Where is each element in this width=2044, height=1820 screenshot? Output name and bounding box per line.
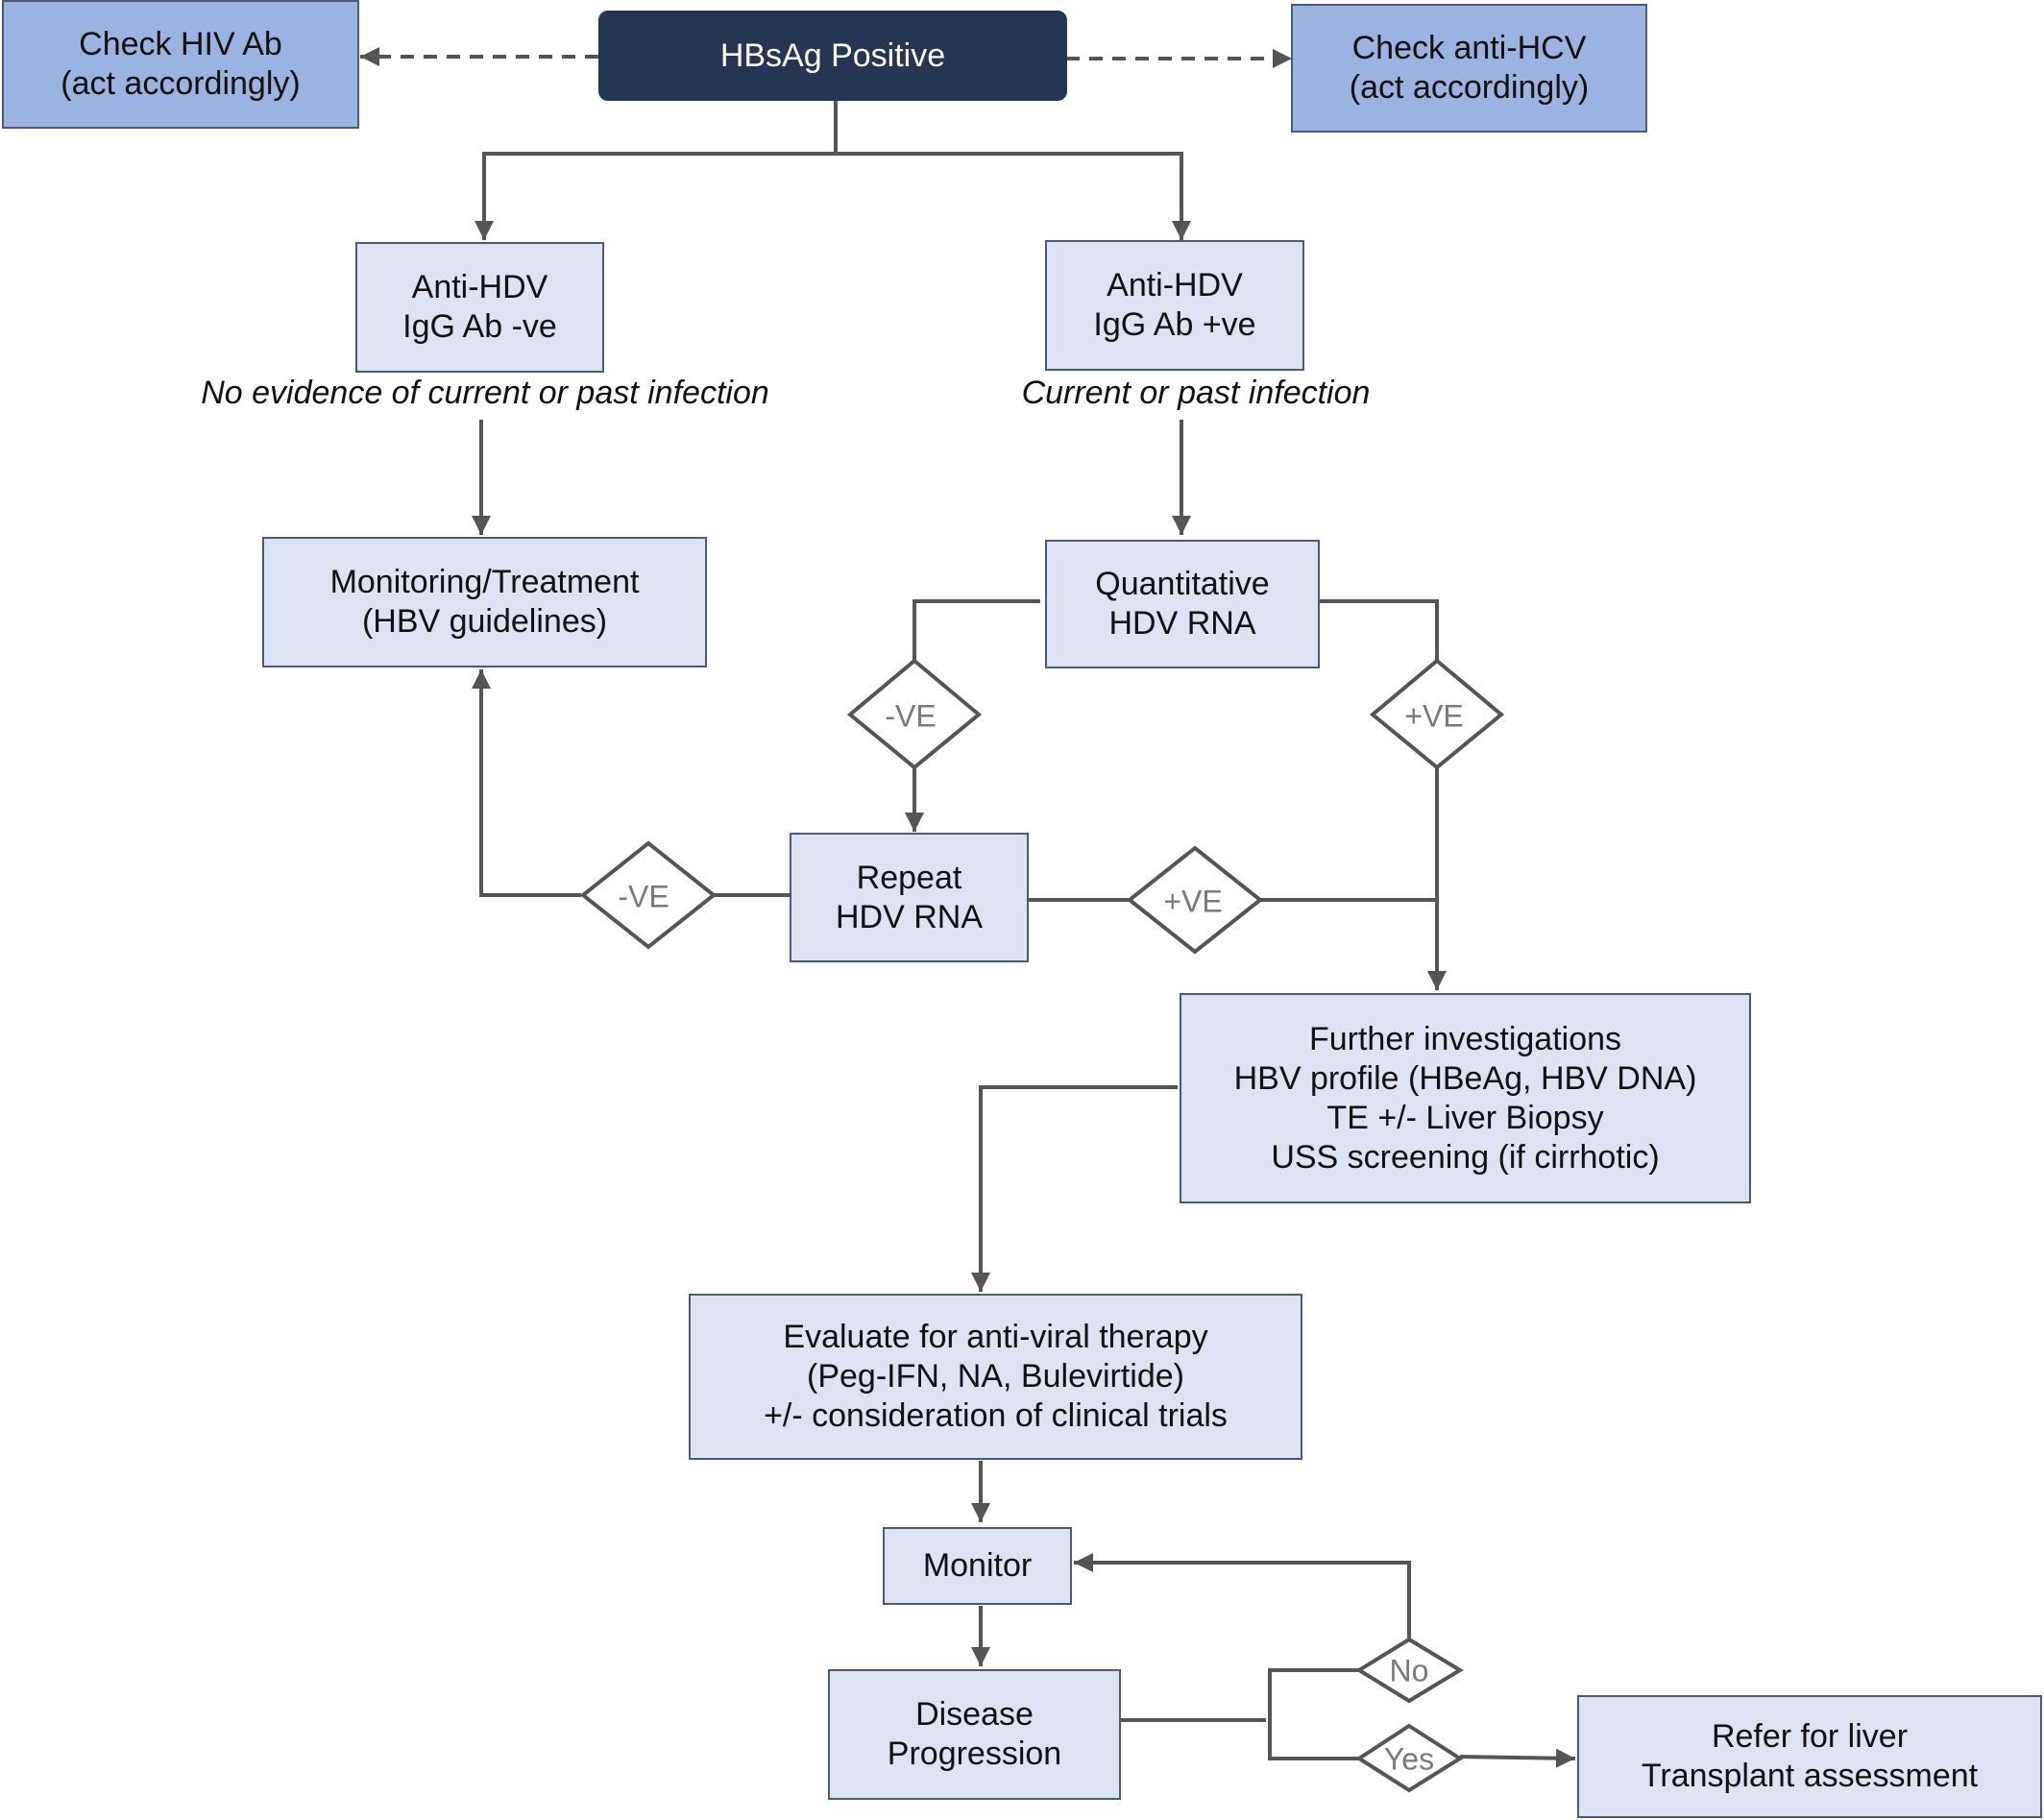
quant-right-branch xyxy=(1320,599,1439,661)
node-line: HDV RNA xyxy=(835,898,984,935)
node-line: Check HIV Ab xyxy=(79,26,282,62)
infection-note: Current or past infection xyxy=(1021,375,1371,411)
node-line: Monitor xyxy=(922,1547,1033,1584)
node-line: Check anti-HCV xyxy=(1351,30,1587,66)
no-return xyxy=(1074,1553,1411,1639)
quant-neg-diamond xyxy=(846,658,983,770)
node-line: Refer for liver xyxy=(1711,1718,1909,1755)
node-line: Anti-HDV xyxy=(411,269,548,305)
no-diamond xyxy=(1355,1637,1464,1704)
node-line: IgG Ab +ve xyxy=(1093,306,1256,343)
arrow-to-evaluate xyxy=(971,1085,1178,1292)
no-label: No xyxy=(1389,1653,1429,1688)
node-line: (Peg-IFN, NA, Bulevirtide) xyxy=(807,1358,1184,1395)
split-line-right xyxy=(836,152,1191,240)
yes-label: Yes xyxy=(1383,1741,1435,1777)
node-line: Further investigations xyxy=(1308,1020,1622,1057)
quant-pos-label: +VE xyxy=(1404,698,1464,734)
node-line: Evaluate for anti-viral therapy xyxy=(783,1319,1208,1355)
disease-progression-node: Disease Progression xyxy=(828,1669,1121,1800)
node-line: HBsAg Positive xyxy=(719,36,946,74)
yes-branch xyxy=(1268,1670,1359,1760)
node-line: (HBV guidelines) xyxy=(361,603,608,640)
node-line: Transplant assessment xyxy=(1641,1758,1979,1794)
node-line: Anti-HDV xyxy=(1107,267,1243,303)
refer-transplant-node: Refer for liver Transplant assessment xyxy=(1577,1695,2042,1818)
node-line: (act accordingly) xyxy=(61,65,301,102)
repeat-neg-label: -VE xyxy=(618,879,669,914)
node-line: Repeat xyxy=(856,859,962,896)
check-hcv-node: Check anti-HCV (act accordingly) xyxy=(1291,4,1647,133)
quant-pos-diamond xyxy=(1369,658,1505,770)
anti-hdv-positive-node: Anti-HDV IgG Ab +ve xyxy=(1045,240,1304,371)
no-infection-note: No evidence of current or past infection xyxy=(201,375,769,411)
repeat-neg-diamond xyxy=(579,840,718,950)
node-line: Progression xyxy=(887,1735,1062,1772)
node-line: Monitoring/Treatment xyxy=(329,564,640,600)
yes-diamond xyxy=(1355,1723,1464,1793)
further-investigations-node: Further investigations HBV profile (HBeA… xyxy=(1180,993,1751,1203)
repeat-hdv-rna-node: Repeat HDV RNA xyxy=(790,833,1029,962)
node-line: Disease xyxy=(915,1696,1034,1733)
quant-neg-label: -VE xyxy=(885,698,937,734)
check-hiv-node: Check HIV Ab (act accordingly) xyxy=(2,0,359,129)
hbsag-positive-node: HBsAg Positive xyxy=(598,11,1067,101)
quantitative-hdv-rna-node: Quantitative HDV RNA xyxy=(1045,540,1320,668)
repeat-pos-diamond xyxy=(1126,845,1264,955)
node-line: (act accordingly) xyxy=(1349,69,1590,106)
repeat-pos-label: +VE xyxy=(1163,884,1223,919)
anti-hdv-negative-node: Anti-HDV IgG Ab -ve xyxy=(355,242,604,373)
node-line: IgG Ab -ve xyxy=(402,308,557,345)
arrow-to-refer xyxy=(1459,1748,1576,1768)
node-line: +/- consideration of clinical trials xyxy=(764,1397,1228,1434)
node-line: Quantitative xyxy=(1095,566,1270,602)
node-line: HBV profile (HBeAg, HBV DNA) xyxy=(1233,1059,1697,1097)
node-line: HDV RNA xyxy=(1108,605,1256,642)
monitoring-treatment-node: Monitoring/Treatment (HBV guidelines) xyxy=(262,537,707,667)
no-branch xyxy=(1268,1668,1359,1759)
node-line: USS screening (if cirrhotic) xyxy=(1271,1138,1660,1176)
split-line xyxy=(474,101,838,240)
node-line: TE +/- Liver Biopsy xyxy=(1326,1099,1604,1136)
quant-left-branch xyxy=(912,599,1040,661)
arrow-to-monitoring-from-repeat xyxy=(472,669,581,897)
evaluate-antiviral-node: Evaluate for anti-viral therapy (Peg-IFN… xyxy=(689,1294,1302,1460)
monitor-node: Monitor xyxy=(883,1527,1072,1605)
